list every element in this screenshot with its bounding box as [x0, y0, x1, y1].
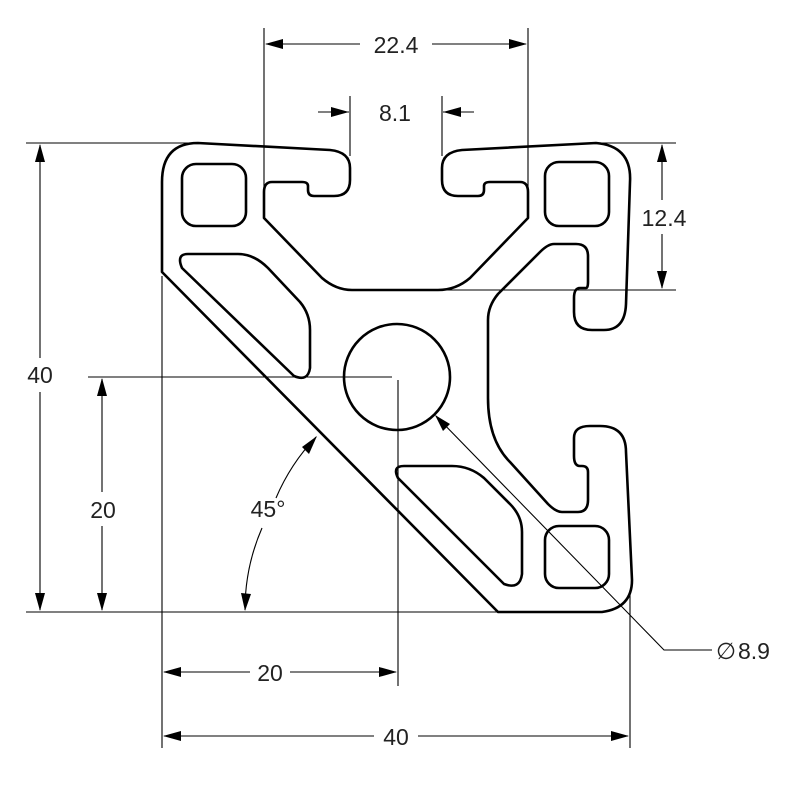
dim-bore-diameter: ∅ 8.9 [397, 380, 770, 686]
dim-overall-width: 40 [163, 590, 631, 750]
pocket-top-right [543, 160, 611, 228]
dim-overall-height: 40 [26, 142, 498, 613]
dim-center-height: 20 [88, 376, 392, 611]
dim-label-slot-depth: 12.4 [642, 205, 687, 231]
dim-slot-outer: 22.4 [263, 28, 529, 190]
pocket-top-left [180, 162, 248, 228]
dim-label-slot-outer: 22.4 [374, 32, 419, 58]
profile-outer-contour [160, 141, 634, 614]
dim-label-bore-diameter: 8.9 [738, 638, 770, 664]
profile-outline [160, 141, 634, 614]
dim-label-slot-inner: 8.1 [379, 100, 411, 126]
dim-slot-inner: 8.1 [318, 96, 474, 156]
diagonal-slot-lower [394, 464, 524, 587]
diagonal-slot-upper [178, 252, 312, 380]
dim-slot-depth: 12.4 [440, 142, 692, 291]
dim-label-angle: 45° [251, 496, 286, 522]
dim-label-overall-height: 40 [27, 362, 53, 388]
pocket-bottom-right [543, 524, 611, 590]
dim-label-center-width: 20 [257, 660, 283, 686]
dim-angle: 45° [241, 436, 317, 611]
dim-label-overall-width: 40 [383, 724, 409, 750]
dim-label-center-height: 20 [90, 497, 116, 523]
dim-label-diameter-symbol: ∅ [716, 638, 736, 664]
dim-center-width: 20 [161, 276, 397, 748]
